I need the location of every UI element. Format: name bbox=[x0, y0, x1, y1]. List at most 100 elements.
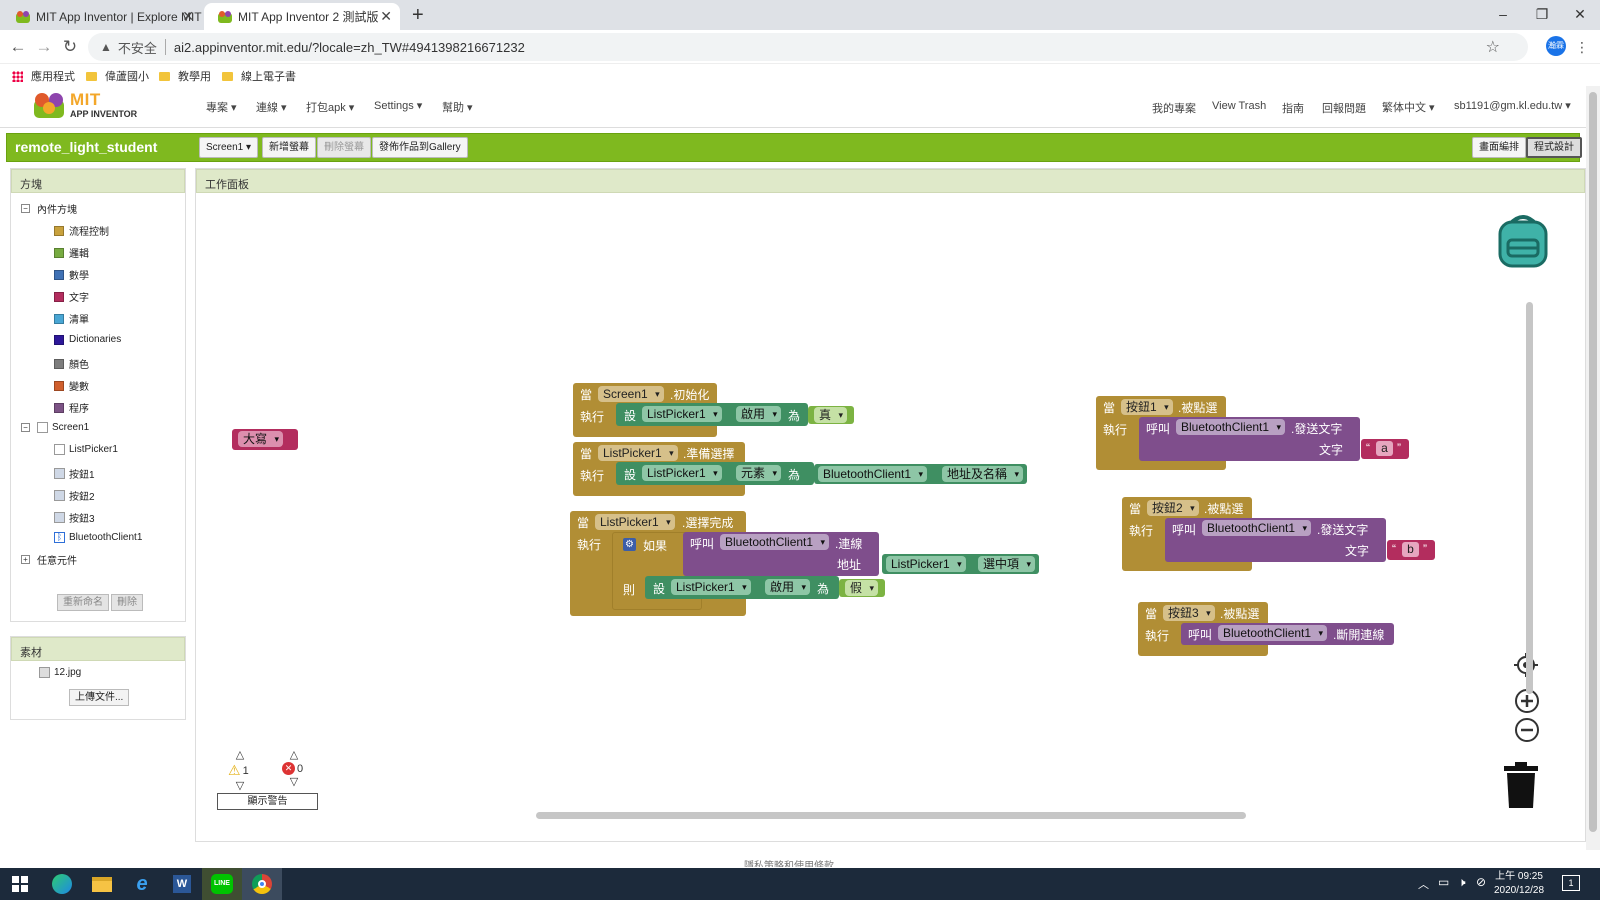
browser-tab-explore[interactable]: MIT App Inventor | Explore MIT ✕ bbox=[2, 3, 202, 30]
report-issue-link[interactable]: 回報問題 bbox=[1322, 103, 1366, 115]
view-trash-link[interactable]: View Trash bbox=[1212, 100, 1267, 112]
browser-menu-icon[interactable]: ⋮ bbox=[1575, 39, 1589, 55]
tab-close-icon[interactable]: ✕ bbox=[380, 8, 392, 24]
category-swatch bbox=[54, 402, 64, 413]
collapse-toggle-icon[interactable]: − bbox=[21, 423, 30, 432]
media-header: 素材 bbox=[11, 637, 185, 661]
category-swatch bbox=[54, 358, 64, 369]
backpack-icon[interactable] bbox=[1494, 210, 1552, 270]
category-control[interactable]: 流程控制 bbox=[54, 223, 109, 238]
address-bar[interactable]: ▲ 不安全 ai2.appinventor.mit.edu/?locale=zh… bbox=[88, 33, 1528, 61]
mit-app-inventor-logo[interactable]: MIT APP INVENTOR bbox=[30, 88, 140, 124]
menu-project[interactable]: 專案 ▾ bbox=[206, 102, 237, 114]
component-button1[interactable]: 按鈕1 bbox=[54, 466, 95, 481]
line-app-icon[interactable]: LINE bbox=[202, 868, 242, 900]
add-screen-button[interactable]: 新增螢幕 bbox=[262, 137, 316, 158]
bookmark-star-icon[interactable]: ☆ bbox=[1485, 39, 1500, 56]
battery-icon[interactable]: ⊘ bbox=[1476, 875, 1487, 889]
category-logic[interactable]: 邏輯 bbox=[54, 245, 89, 260]
word-icon[interactable]: W bbox=[162, 868, 202, 900]
account-menu[interactable]: sb1191@gm.kl.edu.tw ▾ bbox=[1454, 100, 1571, 112]
bookmark-folder-1[interactable]: 偉蘆國小 bbox=[86, 68, 149, 84]
category-procedures[interactable]: 程序 bbox=[54, 400, 89, 415]
upload-file-button[interactable]: 上傳文件... bbox=[69, 689, 130, 706]
back-arrow-icon[interactable]: ← bbox=[9, 37, 27, 56]
window-close-icon[interactable]: ✕ bbox=[1574, 6, 1586, 22]
tab-title: MIT App Inventor | Explore MIT bbox=[36, 9, 202, 24]
menu-build[interactable]: 打包apk ▾ bbox=[306, 102, 355, 114]
notification-center-icon[interactable]: 1 bbox=[1562, 875, 1580, 891]
tray-up-arrow-icon[interactable]: ︿ bbox=[1418, 879, 1429, 891]
guide-link[interactable]: 指南 bbox=[1282, 103, 1304, 115]
page-scrollbar[interactable] bbox=[1586, 86, 1600, 850]
blocks-button[interactable]: 程式設計 bbox=[1526, 137, 1582, 158]
zoom-in-icon[interactable] bbox=[1514, 688, 1540, 714]
restore-icon[interactable]: ❐ bbox=[1535, 6, 1549, 22]
bookmark-apps[interactable]: 應用程式 bbox=[12, 68, 75, 84]
edge-browser-icon[interactable] bbox=[42, 868, 82, 900]
designer-button[interactable]: 畫面編排 bbox=[1472, 137, 1526, 158]
menu-settings[interactable]: Settings ▾ bbox=[374, 100, 423, 112]
chrome-icon[interactable] bbox=[242, 868, 282, 900]
bluetooth-icon: ᛒ bbox=[54, 532, 65, 543]
button-icon bbox=[54, 512, 65, 523]
bookmark-folder-3[interactable]: 線上電子書 bbox=[222, 68, 296, 84]
next-warning-arrow-icon[interactable]: ▽ bbox=[235, 780, 245, 792]
workspace-panel: 工作面板 bbox=[195, 168, 1586, 842]
internet-explorer-icon[interactable]: e bbox=[136, 872, 148, 895]
rename-button: 重新命名 bbox=[57, 594, 109, 611]
builtin-blocks-node[interactable]: −內件方塊 bbox=[21, 201, 77, 216]
my-projects-link[interactable]: 我的專案 bbox=[1152, 103, 1196, 115]
category-math[interactable]: 數學 bbox=[54, 267, 89, 282]
tab-close-icon[interactable]: ✕ bbox=[182, 8, 194, 24]
folder-icon bbox=[159, 71, 170, 81]
menu-connect[interactable]: 連線 ▾ bbox=[256, 102, 287, 114]
windows-start-icon[interactable] bbox=[0, 868, 40, 900]
show-warnings-button[interactable]: 顯示警告 bbox=[217, 793, 318, 810]
minimize-icon[interactable]: – bbox=[1499, 6, 1507, 22]
folder-icon bbox=[86, 71, 97, 81]
component-button2[interactable]: 按鈕2 bbox=[54, 488, 95, 503]
screen1-node[interactable]: −Screen1 bbox=[21, 422, 89, 433]
category-text[interactable]: 文字 bbox=[54, 289, 89, 304]
next-error-arrow-icon[interactable]: ▽ bbox=[289, 776, 299, 788]
forward-arrow-icon[interactable]: → bbox=[35, 37, 53, 56]
expand-toggle-icon[interactable]: + bbox=[21, 555, 30, 564]
collapse-toggle-icon[interactable]: − bbox=[21, 204, 30, 213]
media-file-item[interactable]: 12.jpg bbox=[39, 667, 81, 678]
delete-button: 刪除 bbox=[111, 594, 143, 611]
menu-help[interactable]: 幫助 ▾ bbox=[442, 102, 473, 114]
reload-icon[interactable]: ↻ bbox=[62, 37, 78, 56]
component-listpicker1[interactable]: ListPicker1 bbox=[54, 444, 118, 455]
screen-select[interactable]: Screen1 ▾ bbox=[199, 137, 259, 158]
project-name: remote_light_student bbox=[15, 139, 158, 155]
language-menu[interactable]: 繁体中文 ▾ bbox=[1382, 102, 1435, 114]
footer-link[interactable]: 隱私策略和使用條款 bbox=[744, 861, 834, 867]
center-target-icon[interactable] bbox=[1513, 652, 1539, 678]
url-text[interactable]: ai2.appinventor.mit.edu/?locale=zh_TW#49… bbox=[173, 39, 525, 55]
bookmark-folder-2[interactable]: 教學用 bbox=[159, 68, 211, 84]
previous-error-arrow-icon[interactable]: △ bbox=[289, 749, 299, 761]
new-tab-plus-icon[interactable]: + bbox=[412, 4, 424, 26]
previous-warning-arrow-icon[interactable]: △ bbox=[235, 749, 245, 761]
category-swatch bbox=[54, 225, 64, 236]
publish-gallery-button[interactable]: 發佈作品到Gallery bbox=[372, 137, 468, 158]
category-lists[interactable]: 清單 bbox=[54, 311, 89, 326]
category-dictionaries[interactable]: Dictionaries bbox=[54, 334, 121, 345]
file-explorer-icon[interactable] bbox=[82, 868, 122, 900]
volume-icon[interactable]: 🕨 bbox=[1458, 875, 1466, 889]
category-variables[interactable]: 變數 bbox=[54, 378, 89, 393]
profile-avatar[interactable]: 瀚霖 bbox=[1546, 36, 1566, 56]
network-icon[interactable]: ▭ bbox=[1438, 875, 1450, 889]
taskbar-clock[interactable]: 上午 09:25 2020/12/28 bbox=[1494, 870, 1544, 898]
page-scrollbar-thumb[interactable] bbox=[1589, 92, 1597, 832]
browser-tab-ai2[interactable]: MIT App Inventor 2 測試版 ✕ bbox=[204, 3, 400, 30]
category-colors[interactable]: 顏色 bbox=[54, 356, 89, 371]
component-button3[interactable]: 按鈕3 bbox=[54, 510, 95, 525]
category-swatch bbox=[54, 247, 64, 258]
zoom-out-icon[interactable] bbox=[1514, 717, 1540, 743]
any-component-node[interactable]: +任意元件 bbox=[21, 552, 77, 567]
trash-can-icon[interactable] bbox=[1504, 762, 1538, 810]
